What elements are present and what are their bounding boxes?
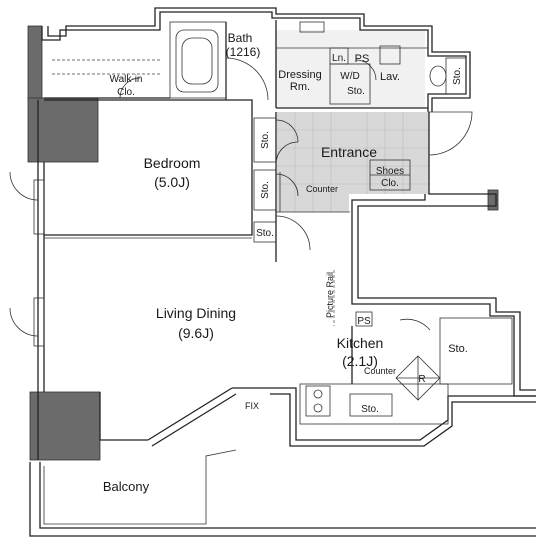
wash-basin — [379, 45, 401, 65]
label-ln: Ln. — [332, 53, 346, 64]
label-bedroom-size: (5.0J) — [154, 174, 190, 190]
label-picture-rail: Picture Rail — [325, 272, 335, 318]
label-kitchen: Kitchen — [337, 335, 384, 351]
label-wd: W/D — [340, 71, 359, 82]
label-wd-sto: Sto. — [347, 86, 365, 97]
label-counter-kitchen: Counter — [364, 366, 396, 376]
outer-walls — [37, 7, 536, 460]
label-sto-kitchen-right: Sto. — [448, 343, 468, 355]
balcony-area — [29, 449, 536, 537]
label-balcony: Balcony — [103, 479, 150, 494]
label-shoes-2: Clo. — [381, 178, 399, 189]
label-entrance: Entrance — [321, 144, 377, 160]
label-living: Living Dining — [156, 305, 236, 321]
windows — [33, 179, 45, 347]
label-ps-top: PS — [355, 53, 370, 65]
room-labels: Bath (1216) Walk-in Clo. Dressing Rm. Ln… — [103, 31, 468, 494]
label-lav: Lav. — [380, 71, 400, 83]
label-sto-small: Sto. — [256, 228, 274, 239]
floor-tile-grid — [277, 112, 429, 212]
label-shoes: Shoes — [376, 166, 404, 177]
label-bedroom: Bedroom — [144, 155, 201, 171]
label-sto-entrance-1: Sto. — [260, 131, 271, 149]
label-sto-kitchen: Sto. — [361, 404, 379, 415]
label-refrigerator: R — [418, 374, 425, 385]
label-fix: FIX — [245, 401, 259, 411]
interior-walls — [44, 20, 513, 425]
structural-columns — [27, 25, 499, 461]
label-walk-in-2: Clo. — [117, 87, 135, 98]
label-bath: Bath — [228, 31, 253, 45]
label-walk-in: Walk-in — [110, 74, 143, 85]
label-kitchen-size: (2.1J) — [342, 353, 378, 369]
label-dressing-2: Rm. — [290, 81, 310, 93]
label-dressing: Dressing — [278, 69, 321, 81]
tiled-floor-areas — [275, 30, 429, 212]
label-ps-kitchen: PS — [357, 316, 371, 327]
fixtures — [52, 21, 447, 93]
bathtub — [175, 29, 219, 93]
label-counter-entrance: Counter — [306, 184, 338, 194]
label-sto-lav: Sto. — [452, 67, 463, 85]
label-sto-entrance-2: Sto. — [260, 181, 271, 199]
label-bath-size: (1216) — [226, 45, 261, 59]
label-living-size: (9.6J) — [178, 325, 214, 341]
doors — [9, 57, 473, 337]
